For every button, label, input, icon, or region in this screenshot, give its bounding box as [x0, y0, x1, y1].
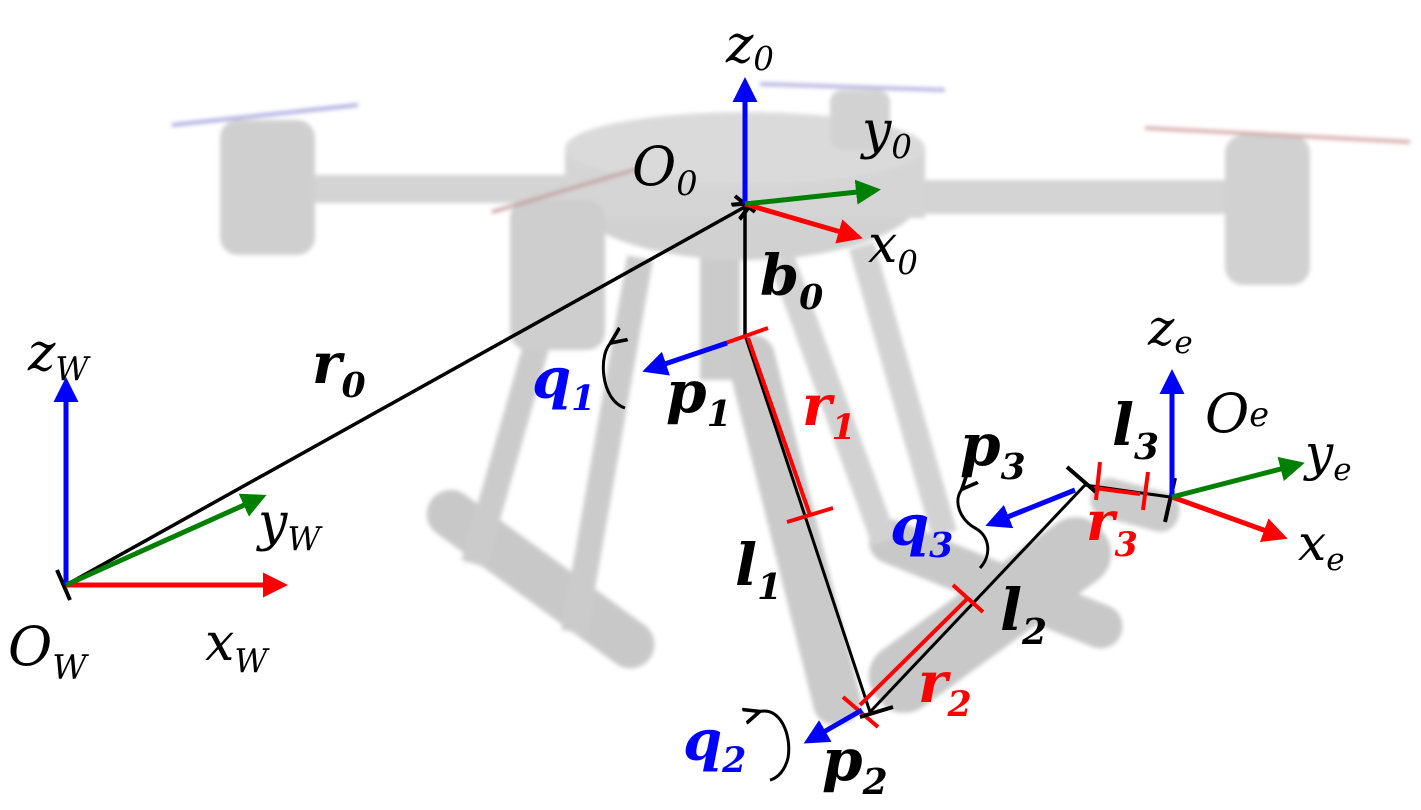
rotor-arm-left — [300, 175, 600, 203]
label-world-origin: OW — [8, 615, 89, 687]
base-y-axis — [744, 179, 881, 207]
label-world-x: xW — [205, 613, 270, 680]
leg-4 — [849, 242, 957, 538]
vector-r2 — [858, 596, 970, 707]
base-x-axis — [744, 201, 863, 244]
arm-link-2 — [868, 517, 1112, 713]
label-r0: r0 — [312, 331, 366, 406]
joint-q2-axis — [803, 707, 864, 744]
joint-axes — [642, 340, 1076, 744]
label-base-x: x0 — [868, 215, 918, 282]
rotation-arrows — [601, 342, 990, 782]
tick-marks — [55, 194, 1177, 729]
rotation-q1-icon — [601, 342, 625, 410]
propeller-right — [1144, 126, 1411, 144]
leg-3 — [769, 254, 897, 546]
landing-skid-left — [426, 489, 655, 669]
ee-x-axis — [1171, 494, 1288, 542]
arm-link-1 — [726, 334, 862, 726]
label-p1: p1 — [666, 358, 732, 435]
link-l1 — [743, 334, 872, 713]
propeller-left — [171, 103, 359, 127]
label-l2: l2 — [1000, 576, 1047, 653]
label-ee-y: ye — [1303, 424, 1352, 488]
label-base-z: z0 — [725, 15, 774, 78]
label-l3: l3 — [1112, 391, 1159, 468]
vector-r0 — [65, 204, 750, 587]
label-r3: r3 — [1086, 489, 1138, 564]
vector-r1 — [746, 337, 812, 516]
label-ee-z: ze — [1147, 299, 1193, 361]
label-q1: q1 — [532, 346, 595, 419]
label-ee-x: xe — [1298, 514, 1345, 578]
world-y-axis — [64, 493, 267, 588]
vector-r3 — [1093, 486, 1141, 496]
joint-q1-axis — [642, 340, 728, 376]
label-world-y: yW — [256, 493, 323, 558]
rotor-arm-right — [890, 180, 1240, 214]
label-p3: p3 — [960, 411, 1026, 488]
leg-2 — [561, 255, 653, 635]
label-base-y: y0 — [860, 101, 912, 166]
rotation-q2-icon — [758, 711, 791, 782]
base-frame-axes — [732, 77, 881, 244]
motor-front-left — [510, 200, 605, 350]
label-r2: r2 — [918, 650, 972, 725]
propeller-front — [491, 166, 641, 214]
label-r1: r1 — [802, 373, 856, 448]
world-frame-axes — [53, 377, 288, 598]
label-q2: q2 — [683, 708, 746, 781]
rotation-q3-icon — [956, 488, 990, 570]
motor-back — [830, 90, 890, 150]
label-p2: p2 — [822, 726, 888, 803]
end-effector-frame-axes — [1159, 369, 1305, 542]
label-q3: q3 — [890, 493, 953, 566]
label-base-origin: O0 — [632, 135, 698, 203]
motor-right — [1225, 135, 1310, 285]
label-l1: l1 — [735, 531, 782, 608]
ee-y-axis — [1171, 456, 1305, 500]
joint-q3-axis — [985, 487, 1076, 529]
label-world-z: zW — [27, 323, 91, 388]
motor-left — [220, 120, 315, 255]
label-b0: b0 — [760, 243, 823, 318]
label-ee-origin: Oe — [1205, 382, 1269, 445]
propeller-back — [759, 82, 946, 92]
link-l2 — [868, 483, 1087, 714]
